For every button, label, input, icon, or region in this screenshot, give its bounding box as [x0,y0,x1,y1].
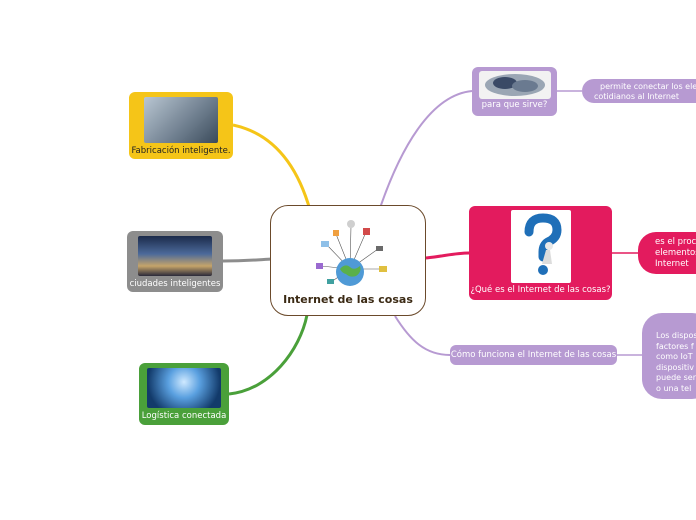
detail-line: dispositiv [656,362,694,372]
link-logistica [228,314,309,396]
node-fabricacion-inteligente[interactable]: Fabricación inteligente. [129,92,233,159]
detail-line: cotidianos al Internet [594,92,679,101]
question-mark-image [510,210,571,283]
node-como-funciona[interactable]: Cómo funciona el Internet de las cosas [450,345,617,365]
link-que [425,251,470,260]
detail-line: como IoT [656,352,693,362]
node-label: Cómo funciona el Internet de las cosas [450,350,617,360]
detail-line: factores f [656,341,694,351]
detail-que-es[interactable]: es el proceso elementos Internet [638,232,696,274]
link-como [394,315,451,356]
detail-para-que-sirve[interactable]: permite conectar los elementos cotidiano… [582,79,696,103]
central-topic[interactable]: Internet de las cosas [270,205,426,316]
node-label: Fabricación inteligente. [131,146,231,156]
node-ciudades-inteligentes[interactable]: ciudades inteligentes [127,231,223,292]
central-title: Internet de las cosas [283,293,413,306]
factory-image [144,97,218,143]
iot-illustration [316,220,387,286]
network-image [147,368,221,408]
detail-line: Internet [655,259,689,269]
node-label: ¿Qué es el Internet de las cosas? [470,285,611,295]
node-label: ciudades inteligentes [129,279,221,289]
node-label: para que sirve? [481,100,548,110]
node-logistica-conectada[interactable]: Logística conectada [139,363,229,425]
detail-line: permite conectar los elementos [600,82,696,91]
node-label: Logística conectada [141,411,227,421]
node-que-es[interactable]: ¿Qué es el Internet de las cosas? [469,206,612,300]
link-para [379,90,473,209]
detail-line: o una tel [656,383,692,393]
city-image [138,236,212,276]
word-cloud-image [478,71,551,99]
detail-line: elementos [655,248,696,258]
detail-line: Los dispositivos [656,331,696,340]
detail-como-funciona[interactable]: Los dispositivos factores f como IoT dis… [642,313,696,399]
link-ciudades [222,257,273,263]
node-para-que-sirve[interactable]: para que sirve? [472,67,557,116]
detail-line: puede ser [656,373,696,383]
link-fabricacion [232,123,312,211]
detail-line: es el proceso [655,237,696,247]
